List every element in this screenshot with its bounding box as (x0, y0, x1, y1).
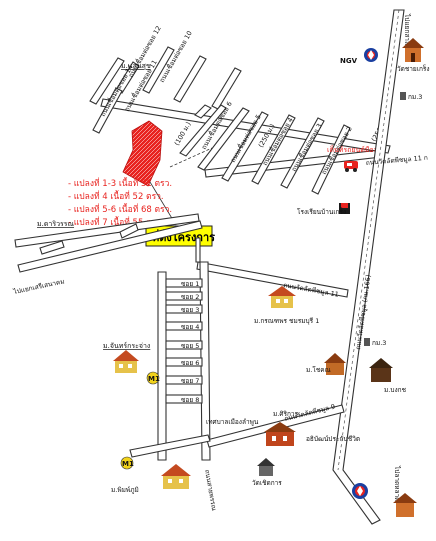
gas-station-bottom[interactable] (352, 483, 368, 499)
m1-badge: M1 (146, 371, 160, 385)
road-bottom-label: ถนนสายพรรณ (203, 469, 218, 511)
km3-top-marker: กม.3 (400, 92, 422, 101)
soi-item: ซอย 1 (181, 280, 199, 288)
south-direction-label: ไปลาดหลาด (393, 465, 401, 501)
west-roads (14, 213, 349, 298)
temple-top-label: วัดชายเกร็ง (397, 64, 430, 73)
plot-item: - แปลงที่ 1-3 เนื้อที่ 51 ตรว. (68, 177, 172, 189)
temple-bottom-right[interactable] (393, 493, 417, 517)
village-chan-label: ม.จันทร์กระจ่าง (103, 342, 150, 350)
plot-item: - แปลงที่ 4 เนื้อที่ 52 ตรว. (68, 190, 164, 202)
building-label: เทศบาลเมืองลำพูน (206, 418, 259, 426)
km3-mid-marker: กม.3 (364, 338, 386, 347)
soi-item: ซอย 3 (181, 306, 199, 314)
m1-badge-2: M1 (120, 456, 134, 470)
village-kronthaporn-label: ม.กรณฑพร ชมรมบุรี 1 (254, 317, 319, 325)
village-bongkot[interactable]: ม.บงกช (369, 358, 407, 394)
village-pimpun-label: ม.พิมพ์ภูมิ (111, 486, 139, 494)
main-road (332, 9, 405, 525)
temple-bottom[interactable]: วัดเชิดการ (252, 458, 282, 487)
m1-label: M1 (148, 375, 160, 383)
soi-item: ซอย 6 (181, 359, 199, 367)
plot-item: - แปลงที่ 5-6 เนื้อที่ 68 ตรว. (68, 203, 172, 215)
plot-list: - แปลงที่ 1-3 เนื้อที่ 51 ตรว. - แปลงที่… (68, 177, 172, 228)
soi-item: ซอย 7 (181, 377, 199, 385)
ngv-label: NGV (340, 57, 358, 65)
school[interactable]: โรงเรียนบ้านเกร็ง (297, 203, 350, 216)
village-sirikan[interactable]: ม.ศิริการ (264, 410, 299, 446)
to-left-label: ไปแยกเสรีเสนาคม (12, 277, 65, 296)
village-chan[interactable]: ม.จันทร์กระจ่าง (103, 342, 150, 373)
school-label: โรงเรียนบ้านเกร็ง (297, 207, 346, 216)
sales-office-marker[interactable]: เต็นท์รถยนต์มือสอง (327, 145, 385, 172)
village-kronthaporn[interactable]: ม.กรณฑพร ชมรมบุรี 1 (254, 286, 319, 325)
sales-office-label: เต็นท์รถยนต์มือสอง (327, 145, 385, 154)
village-dariwan-label: ม.ดาริวรรณ (37, 220, 75, 228)
ngv-station[interactable]: NGV (340, 48, 378, 65)
village-chokna-label: ม.โชคณ (306, 366, 331, 374)
north-direction-label: ไปแยกสาลีไม้ 1 (403, 13, 411, 59)
soi-item: ซอย 8 (181, 396, 199, 404)
village-bongkot-label: ม.บงกช (384, 386, 407, 394)
north-soi-roads (89, 46, 391, 195)
soi-item: ซอย 2 (181, 293, 199, 301)
km3-top-label: กม.3 (408, 93, 422, 101)
village-chokna[interactable]: ม.โชคณ (306, 353, 346, 375)
temple-top[interactable]: วัดชายเกร็ง (397, 38, 430, 73)
soi-item: ซอย 5 (181, 342, 199, 350)
temple-bottom-label: วัดเชิดการ (252, 479, 282, 487)
project-plot[interactable] (122, 120, 163, 187)
village-pimpun[interactable]: ม.พิมพ์ภูมิ (111, 464, 191, 494)
m1-label-2: M1 (122, 460, 134, 468)
km3-mid-label: กม.3 (372, 339, 386, 347)
bank-label: อธิบัฒน์ประกันชีวิต (306, 435, 360, 443)
village-sansuk-label: ม.เเสนสุข (121, 62, 151, 70)
village-sirikan-label: ม.ศิริการ (273, 410, 299, 418)
soi-item: ซอย 4 (181, 323, 199, 331)
soi-list: ซอย 1 ซอย 2 ซอย 3 ซอย 4 ซอย 5 ซอย 6 ซอย … (165, 278, 203, 404)
